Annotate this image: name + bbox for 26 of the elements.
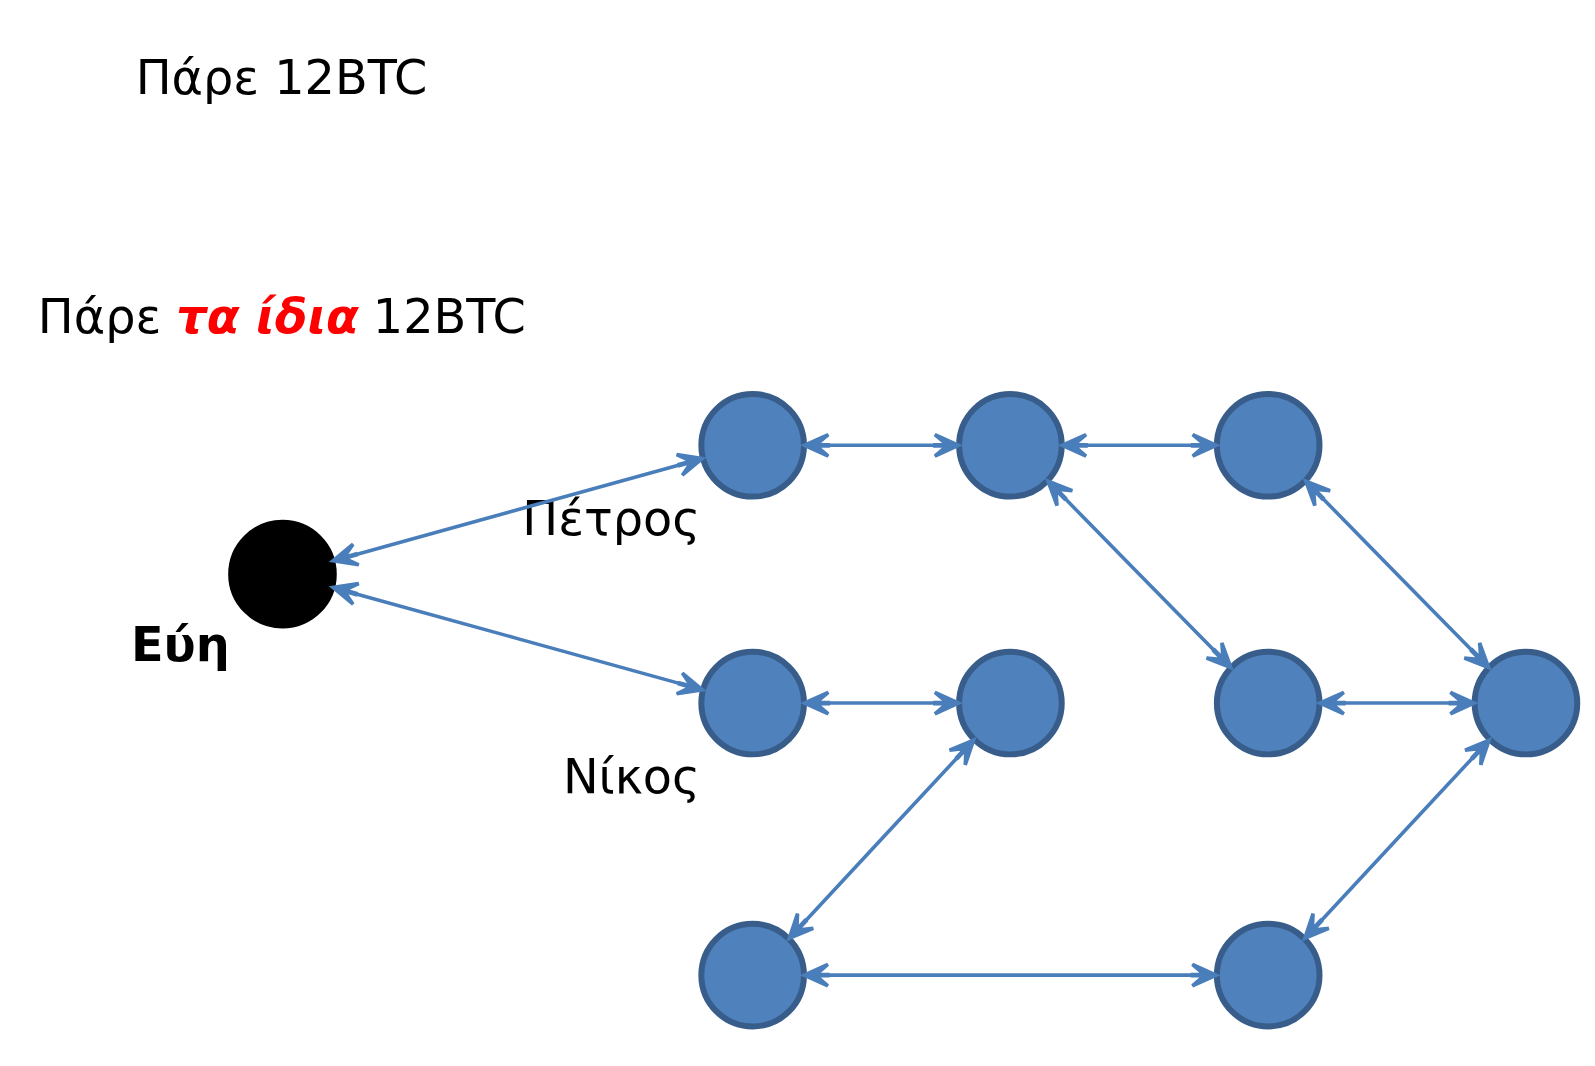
node-circle: [1213, 648, 1322, 758]
node-label: Νίκος: [562, 748, 700, 804]
arrow: [1317, 690, 1476, 716]
arrow: [1059, 432, 1218, 458]
node-circle: [227, 519, 337, 629]
arrow: [1303, 479, 1490, 670]
node-circle: [1471, 648, 1580, 758]
node-label: Πέτρος: [521, 490, 700, 546]
node-label: Εύη: [130, 617, 230, 673]
arrow: [1045, 479, 1233, 670]
arrow: [801, 962, 1218, 988]
label: Πάρε 12BTC: [135, 50, 427, 106]
node-circle: [1213, 920, 1322, 1030]
label: Πάρε τα ίδια 12BTC: [37, 289, 526, 345]
arrow: [1302, 738, 1491, 941]
arrow: [330, 581, 704, 696]
arrow: [802, 432, 961, 458]
arrow: [330, 452, 704, 567]
arrow: [786, 738, 975, 941]
node-circle: [955, 391, 1065, 500]
node-circle: [697, 920, 807, 1030]
node-circle: [1213, 391, 1322, 500]
node-circle: [697, 391, 807, 500]
node-circle: [697, 648, 807, 758]
node-circle: [955, 648, 1065, 758]
arrow: [802, 690, 961, 716]
